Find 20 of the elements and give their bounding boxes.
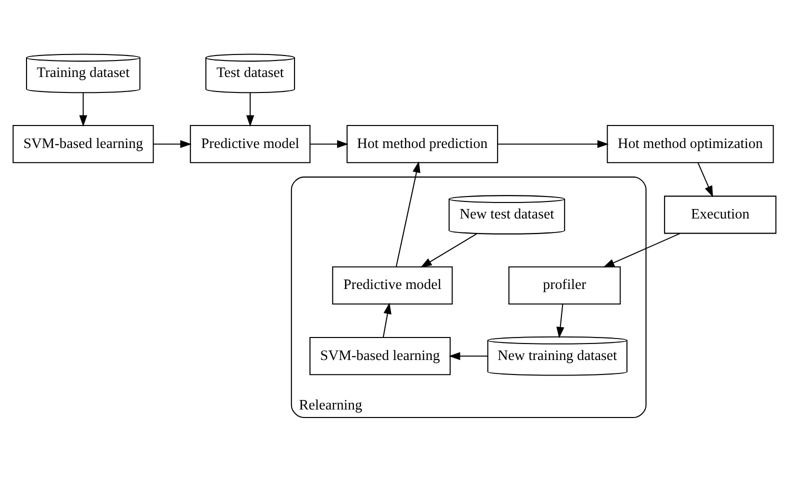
node-box: SVM-based learning [308,336,450,375]
arrow [697,162,713,197]
node-box: profiler [508,266,620,304]
node-box: Hot method prediction [346,124,498,163]
arrow [310,140,348,148]
arrow [497,140,608,148]
arrow [152,140,192,148]
arrow [246,92,254,126]
arrow [420,233,476,268]
arrow [78,92,87,126]
node-box: Execution [664,195,776,234]
node-box: SVM-based learning [12,124,154,163]
arrow [395,160,420,266]
node-box: Predictive model [332,266,452,304]
arrow [382,302,391,337]
node-box: Hot method optimization [606,124,774,163]
arrow [602,232,680,267]
arrow [556,304,564,338]
node-box: Predictive model [189,124,310,163]
arrow [448,352,488,360]
